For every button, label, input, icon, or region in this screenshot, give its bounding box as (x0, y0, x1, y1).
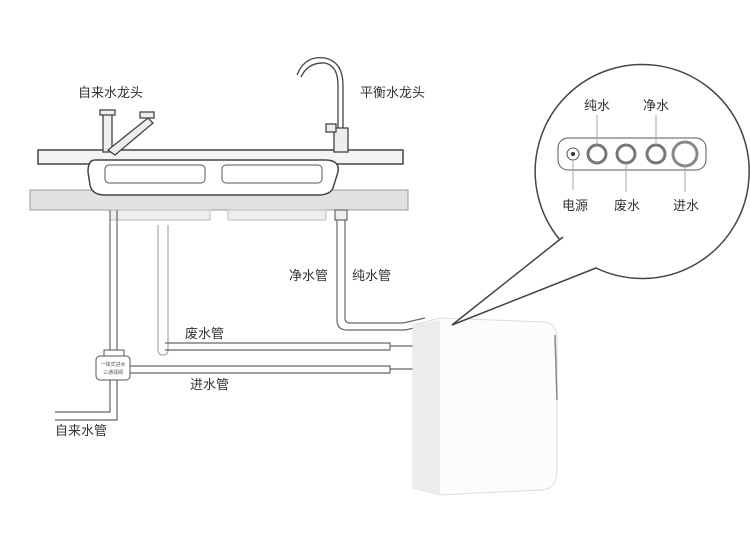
three-way-valve: 一体式进水 三通球阀 (95, 349, 131, 381)
inlet-pipe-label: 进水管 (190, 378, 229, 393)
waste-port-icon (615, 143, 637, 165)
pure-port-icon (586, 143, 608, 165)
pure-label: 纯水 (584, 99, 610, 114)
waste-label: 废水 (614, 198, 640, 214)
tap-pipe-label: 自来水管 (55, 424, 107, 439)
waste-pipe-label: 废水管 (185, 326, 224, 342)
valve-label-1: 一体式进水 (100, 361, 125, 368)
balance-faucet-label: 平衡水龙头 (360, 86, 425, 101)
countertop (29, 149, 409, 221)
tap-faucet-label: 自来水龙头 (78, 86, 143, 101)
water-purifier (412, 317, 558, 496)
ports-callout: 纯水 净水 电源 废水 进水 (451, 63, 750, 326)
inlet-label: 进水 (673, 199, 699, 214)
clean-label: 净水 (643, 99, 669, 114)
pipes (55, 209, 441, 421)
clean-port-icon (645, 143, 667, 165)
valve-label-2: 三通球阀 (103, 369, 123, 376)
clean-pipe-label: 净水管 (289, 269, 328, 284)
pure-pipe-label: 纯水管 (352, 269, 391, 284)
power-label: 电源 (562, 199, 588, 214)
tap-faucet (99, 109, 155, 156)
balance-faucet (296, 56, 349, 153)
inlet-port-icon (671, 140, 699, 168)
